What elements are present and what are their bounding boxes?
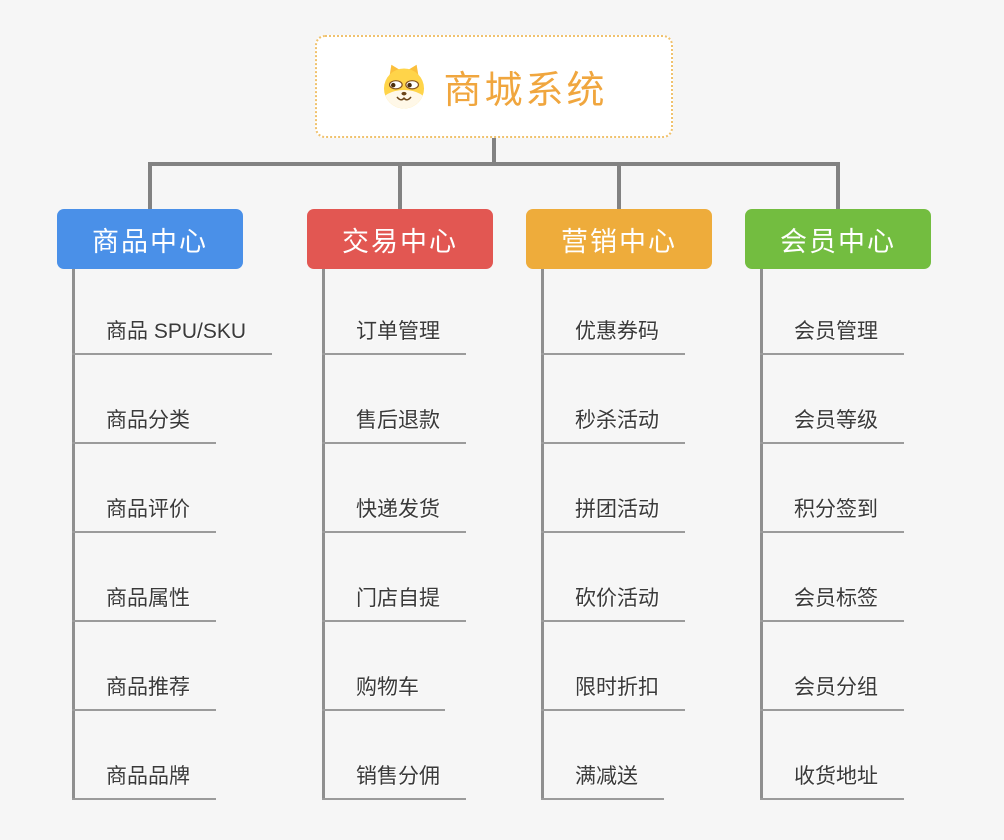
leaf-node[interactable]: 拼团活动 bbox=[541, 497, 685, 533]
connector-branch-drop bbox=[148, 162, 152, 209]
connector-branch-drop bbox=[398, 162, 402, 209]
leaf-node[interactable]: 购物车 bbox=[322, 675, 445, 711]
leaf-node[interactable]: 快递发货 bbox=[322, 497, 466, 533]
leaf-node[interactable]: 会员等级 bbox=[760, 408, 904, 444]
leaf-node[interactable]: 订单管理 bbox=[322, 319, 466, 355]
connector-branch-drop bbox=[836, 162, 840, 209]
connector-column-line bbox=[322, 269, 325, 800]
leaf-node[interactable]: 会员标签 bbox=[760, 586, 904, 622]
root-node[interactable]: 商城系统 bbox=[315, 35, 673, 138]
leaf-node[interactable]: 砍价活动 bbox=[541, 586, 685, 622]
leaf-node[interactable]: 商品分类 bbox=[72, 408, 216, 444]
leaf-node[interactable]: 积分签到 bbox=[760, 497, 904, 533]
leaf-node[interactable]: 秒杀活动 bbox=[541, 408, 685, 444]
branch-node[interactable]: 交易中心 bbox=[307, 209, 493, 269]
leaf-node[interactable]: 会员分组 bbox=[760, 675, 904, 711]
connector-column-line bbox=[541, 269, 544, 800]
connector-root-vertical bbox=[492, 138, 496, 165]
leaf-node[interactable]: 售后退款 bbox=[322, 408, 466, 444]
leaf-node[interactable]: 会员管理 bbox=[760, 319, 904, 355]
dog-face-icon bbox=[380, 64, 428, 110]
connector-column-line bbox=[760, 269, 763, 800]
root-title: 商城系统 bbox=[443, 70, 608, 112]
branch-node[interactable]: 会员中心 bbox=[745, 209, 931, 269]
leaf-node[interactable]: 满减送 bbox=[541, 764, 664, 800]
leaf-node[interactable]: 门店自提 bbox=[322, 586, 466, 622]
leaf-node[interactable]: 限时折扣 bbox=[541, 675, 685, 711]
leaf-node[interactable]: 商品推荐 bbox=[72, 675, 216, 711]
leaf-node[interactable]: 商品评价 bbox=[72, 497, 216, 533]
leaf-node[interactable]: 商品属性 bbox=[72, 586, 216, 622]
leaf-node[interactable]: 商品品牌 bbox=[72, 764, 216, 800]
branch-node[interactable]: 营销中心 bbox=[526, 209, 712, 269]
leaf-node[interactable]: 销售分佣 bbox=[322, 764, 466, 800]
connector-column-line bbox=[72, 269, 75, 800]
connector-branch-drop bbox=[617, 162, 621, 209]
leaf-node[interactable]: 商品 SPU/SKU bbox=[72, 319, 273, 355]
leaf-node[interactable]: 收货地址 bbox=[760, 764, 904, 800]
branch-node[interactable]: 商品中心 bbox=[57, 209, 243, 269]
connector-horizontal bbox=[148, 162, 840, 166]
leaf-node[interactable]: 优惠券码 bbox=[541, 319, 685, 355]
